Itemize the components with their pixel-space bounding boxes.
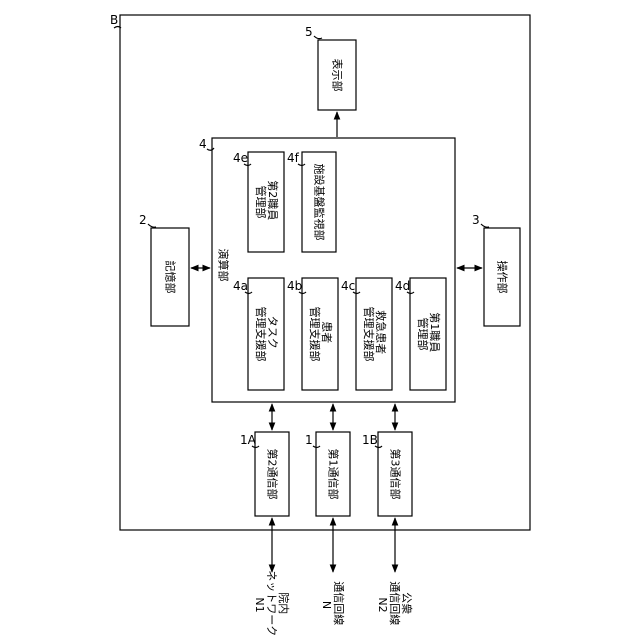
staff1-mgmt-label: 第1職員 管理部 [416, 312, 442, 356]
ref-3: 3 [472, 213, 480, 227]
storage-unit-label: 記憶部 [164, 261, 178, 294]
ref-1B: 1B [362, 433, 378, 447]
ref-4: 4 [199, 137, 207, 151]
patient-support-line2: 管理支援部 [308, 307, 322, 362]
ref-4f: 4f [287, 151, 300, 165]
staff2-mgmt-label: 第2職員 管理部 [254, 180, 280, 224]
public-line-line3: N2 [376, 597, 389, 612]
ref-B: B [110, 13, 118, 27]
task-support-line2: 管理支援部 [254, 307, 268, 362]
ref-2: 2 [139, 213, 147, 227]
ref-4a: 4a [233, 279, 248, 293]
display-unit-label: 表示部 [331, 59, 345, 92]
comm3-unit-label: 第3通信部 [389, 449, 403, 500]
hospital-network-line1: 院内 [277, 592, 291, 614]
ref-5: 5 [305, 25, 313, 39]
hospital-network-label: 院内 ネットワーク N1 [253, 570, 291, 640]
ref-1A: 1A [240, 433, 257, 447]
facility-monitor-label: 施設基盤監視部 [313, 164, 327, 241]
ref-4b: 4b [287, 279, 302, 293]
ref-4c: 4c [341, 279, 355, 293]
ref-4e: 4e [233, 151, 248, 165]
comm-line-line1: 通信回線 [332, 581, 346, 625]
emergency-support-line2: 管理支援部 [362, 307, 376, 362]
hospital-network-line3: N1 [253, 597, 266, 612]
staff1-mgmt-line2: 管理部 [416, 318, 430, 351]
comm1-unit-label: 第1通信部 [327, 449, 341, 500]
staff2-mgmt-line1: 第2職員 [266, 180, 280, 220]
staff2-mgmt-line2: 管理部 [254, 186, 268, 219]
ref-4d: 4d [395, 279, 410, 293]
public-line-line2: 通信回線 [388, 581, 402, 625]
operation-unit-label: 操作部 [496, 261, 510, 294]
emergency-support-label: 救急患者 管理支援部 [362, 307, 388, 362]
emergency-support-line1: 救急患者 [374, 310, 388, 354]
staff1-mgmt-line1: 第1職員 [428, 312, 442, 352]
public-line-label: 公衆 通信回線 N2 [376, 581, 413, 629]
leader-B [114, 27, 121, 29]
comm-line-line2: N [320, 601, 333, 609]
comm2-unit-label: 第2通信部 [266, 449, 280, 500]
calc-unit-label: 演算部 [217, 249, 231, 282]
comm-line-label: 通信回線 N [320, 581, 346, 629]
ref-1: 1 [305, 433, 313, 447]
